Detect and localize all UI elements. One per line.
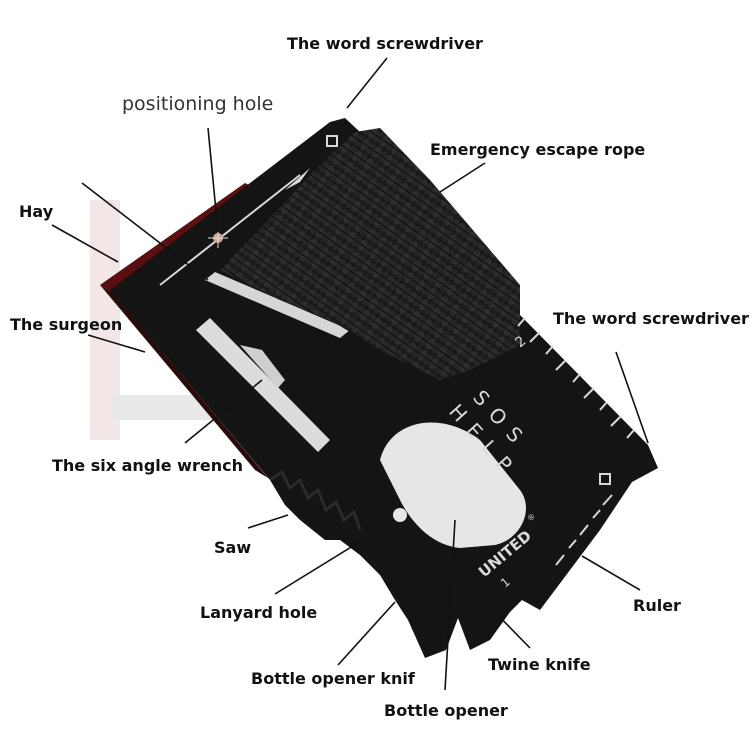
label-ruler: Ruler <box>633 596 681 615</box>
leader-escape-rope <box>439 162 486 193</box>
label-bottle-opener: Bottle opener <box>384 701 508 720</box>
label-escape-rope: Emergency escape rope <box>430 140 646 159</box>
registered-mark: ® <box>526 511 538 523</box>
leader-screwdriver-top <box>346 57 388 109</box>
leader-lanyard <box>274 519 396 595</box>
card-side-edge <box>100 285 268 478</box>
leader-hay-slit <box>81 182 209 281</box>
label-screwdriver-right: The word screwdriver <box>553 309 749 328</box>
leader-saw <box>247 514 289 529</box>
label-lanyard: Lanyard hole <box>200 603 318 622</box>
escape-rope-bundle <box>220 128 520 380</box>
arrow-head <box>285 168 310 190</box>
label-saw: Saw <box>214 538 252 557</box>
leader-hay <box>51 224 119 263</box>
top-slit <box>205 272 350 338</box>
leader-surgeon <box>87 334 146 353</box>
label-wrench: The six angle wrench <box>52 456 243 475</box>
leader-positioning-hole <box>207 127 219 233</box>
leader-ruler <box>581 555 641 591</box>
wrench-notch <box>240 345 285 388</box>
label-bottle-knife: Bottle opener knif <box>251 669 415 688</box>
label-twine-knife: Twine knife <box>488 655 591 674</box>
square-mark-top <box>326 135 338 147</box>
label-screwdriver-top: The word screwdriver <box>287 34 483 53</box>
saw-teeth <box>269 469 362 531</box>
leader-bottle-opener <box>444 519 456 691</box>
leader-bottle-knife <box>337 601 396 666</box>
ruler-ticks <box>517 317 635 566</box>
bottle-opener-opening <box>380 422 526 548</box>
label-hay: Hay <box>19 202 54 221</box>
leader-twine-knife <box>487 604 531 649</box>
leader-wrench <box>184 379 263 444</box>
label-positioning-hole: positioning hole <box>122 93 274 115</box>
lanyard-hole <box>393 508 407 522</box>
wrench-slot <box>196 318 330 452</box>
leader-lines <box>51 57 649 691</box>
square-mark-right <box>599 473 611 485</box>
arrow-line <box>159 174 301 286</box>
label-surgeon: The surgeon <box>10 315 123 334</box>
leader-screwdriver-right <box>615 351 649 444</box>
